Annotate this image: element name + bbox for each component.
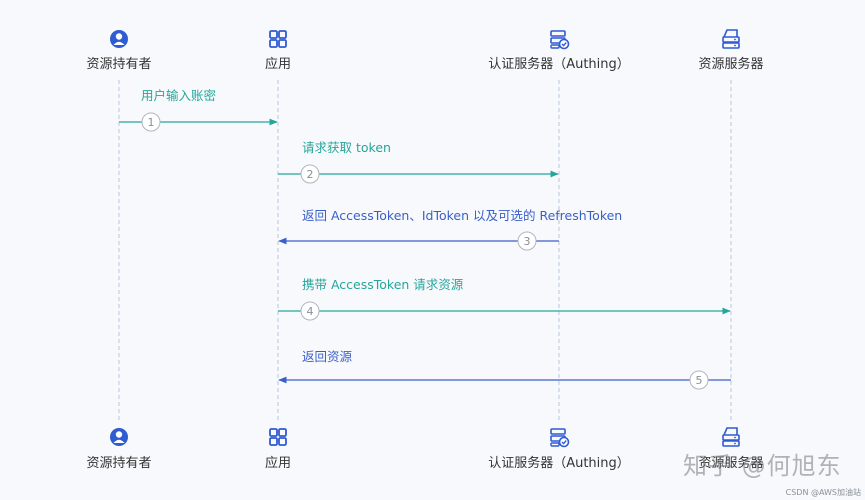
step-number-4: 4 xyxy=(307,305,314,318)
step-badge-2 xyxy=(300,164,320,184)
message-label-3: 返回 AccessToken、IdToken 以及可选的 RefreshToke… xyxy=(302,208,622,223)
user-icon-bottom-owner xyxy=(110,428,128,446)
actor-label-top-owner: 资源持有者 xyxy=(86,57,151,72)
actor-label-bottom-owner: 资源持有者 xyxy=(86,456,151,471)
message-4: 4 携带 AccessToken 请求资源 xyxy=(278,277,731,321)
actor-label-bottom-app: 应用 xyxy=(265,455,291,471)
message-label-4: 携带 AccessToken 请求资源 xyxy=(302,277,464,292)
step-badge-4 xyxy=(300,301,320,321)
step-badge-3 xyxy=(517,231,537,251)
step-number-1: 1 xyxy=(148,116,155,129)
message-label-5: 返回资源 xyxy=(302,349,353,364)
auth-server-icon-bottom-auth xyxy=(550,428,570,448)
apps-grid-icon-top-app xyxy=(269,30,287,48)
message-5: 5 返回资源 xyxy=(278,349,731,390)
message-1: 1 用户输入账密 xyxy=(119,88,278,132)
user-icon-top-owner xyxy=(110,30,128,48)
message-label-1: 用户输入账密 xyxy=(141,88,216,103)
actor-label-top-auth: 认证服务器（Authing） xyxy=(488,56,630,72)
message-3: 3 返回 AccessToken、IdToken 以及可选的 RefreshTok… xyxy=(278,208,622,251)
actor-label-top-resource: 资源服务器 xyxy=(698,56,763,72)
step-number-3: 3 xyxy=(524,235,531,248)
apps-grid-icon-bottom-app xyxy=(269,428,287,446)
step-badge-5 xyxy=(689,370,709,390)
source-label: CSDN @AWS加油站 xyxy=(785,488,861,497)
step-badge-1 xyxy=(141,112,161,132)
resource-server-icon-bottom-resource xyxy=(722,427,740,447)
step-number-2: 2 xyxy=(307,168,314,181)
message-label-2: 请求获取 token xyxy=(302,140,391,155)
watermark: 知乎 @何旭东 xyxy=(683,452,842,480)
message-2: 2 请求获取 token xyxy=(278,140,559,184)
step-number-5: 5 xyxy=(696,374,703,387)
auth-server-icon-top-auth xyxy=(550,30,570,50)
actor-label-bottom-resource: 资源服务器 xyxy=(698,455,763,471)
actor-label-top-app: 应用 xyxy=(265,56,291,72)
actor-label-bottom-auth: 认证服务器（Authing） xyxy=(488,455,630,471)
resource-server-icon-top-resource xyxy=(722,29,740,49)
